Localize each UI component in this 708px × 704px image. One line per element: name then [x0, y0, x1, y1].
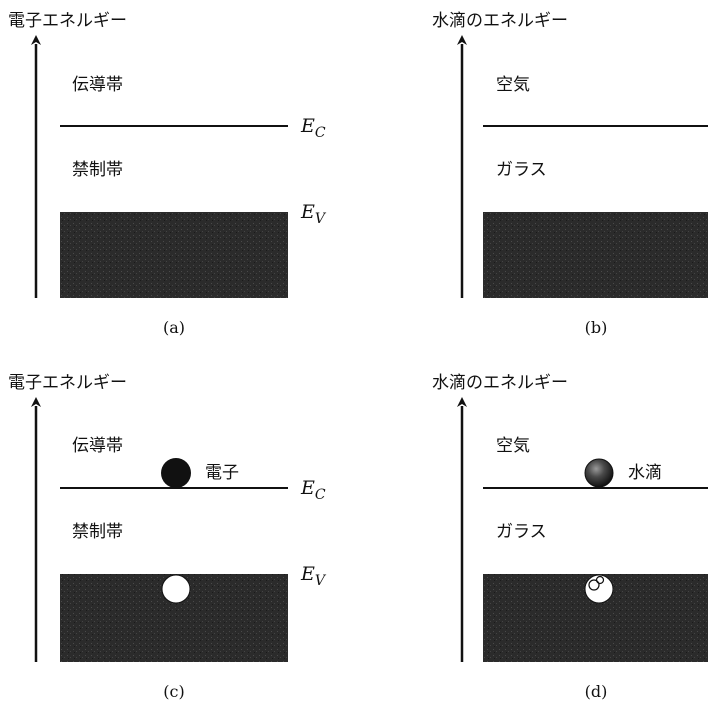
ec-label: EC	[300, 115, 326, 141]
axis-label: 水滴のエネルギー	[432, 373, 568, 393]
particle-label: 水滴	[628, 463, 662, 483]
electron-particle	[161, 458, 191, 488]
ev-label: EV	[300, 201, 327, 227]
axis-label: 電子エネルギー	[8, 11, 127, 31]
panel-c: 電子エネルギー 伝導帯 電子 EC 禁制帯 EV (c)	[8, 373, 327, 701]
particle-label: 電子	[205, 463, 239, 483]
upper-region-label: 伝導帯	[72, 75, 123, 95]
glass-band	[483, 212, 708, 298]
panel-d: 水滴のエネルギー 空気 水滴 ガラス (d)	[432, 373, 708, 701]
panel-b: 水滴のエネルギー 空気 ガラス (b)	[432, 11, 708, 337]
ec-label: EC	[300, 477, 326, 503]
ev-label: EV	[300, 563, 327, 589]
middle-region-label: 禁制帯	[72, 160, 123, 180]
axis-label: 電子エネルギー	[8, 373, 127, 393]
panel-caption: (b)	[585, 318, 608, 337]
upper-region-label: 空気	[496, 75, 530, 95]
panel-caption: (c)	[163, 682, 184, 701]
middle-region-label: ガラス	[496, 522, 547, 542]
upper-region-label: 空気	[496, 436, 530, 456]
axis-label: 水滴のエネルギー	[432, 11, 568, 31]
panel-caption: (d)	[585, 682, 608, 701]
valence-band	[60, 212, 288, 298]
hole-particle	[161, 574, 191, 604]
middle-region-label: 禁制帯	[72, 522, 123, 542]
panel-caption: (a)	[163, 318, 185, 337]
panel-a: 電子エネルギー 伝導帯 EC 禁制帯 EV (a)	[8, 11, 327, 337]
middle-region-label: ガラス	[496, 160, 547, 180]
upper-region-label: 伝導帯	[72, 436, 123, 456]
water-droplet	[584, 458, 614, 488]
droplet-hole	[584, 574, 614, 604]
